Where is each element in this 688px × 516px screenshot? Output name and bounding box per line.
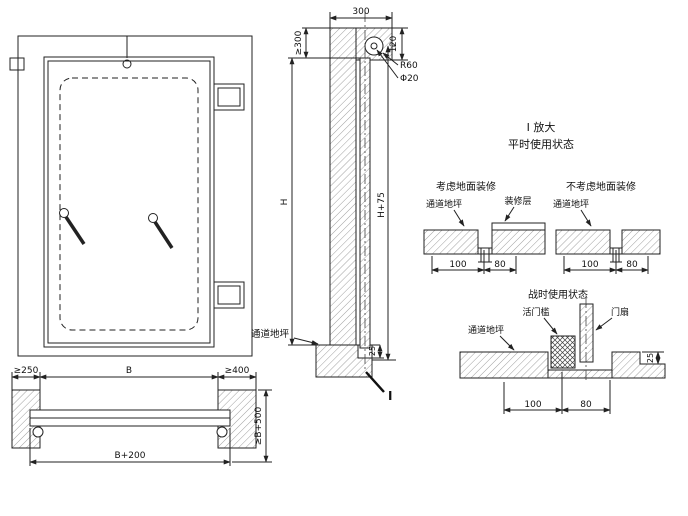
threshold-label: 活门槛: [522, 306, 549, 318]
dim-sill-25: 25: [368, 344, 384, 359]
detail-heading-enlarged: I 放大: [527, 120, 556, 134]
wartime-title: 战时使用状态: [528, 288, 588, 301]
plan-total-dimension: ≥B+500: [232, 389, 272, 463]
without-finish-geometry: [555, 229, 661, 263]
dim-offset-label: 120: [389, 36, 399, 52]
section-view: 300 ≥300 120 R60 Φ20: [251, 7, 419, 403]
with-finish-dim-b: 80: [494, 260, 506, 270]
handle-right: [148, 213, 174, 249]
detail-heading-state: 平时使用状态: [508, 137, 574, 151]
outer-frame: [17, 35, 253, 357]
dim-height-frame-label: H+75: [377, 192, 387, 218]
with-finish-dimensions: 100 80: [431, 250, 517, 274]
with-finish-geometry: [423, 222, 546, 263]
without-finish-dimensions: 100 80: [563, 250, 649, 274]
lifting-hook-icon: [122, 59, 132, 69]
without-finish-floor-label: 通道地坪: [553, 198, 589, 210]
wartime-dim-a: 100: [524, 400, 541, 410]
door-leaf-label: 门扇: [611, 306, 629, 318]
wartime-geometry: [459, 298, 666, 382]
hinge-bottom: [213, 281, 245, 309]
wartime-door-leaf: [579, 303, 594, 363]
floor-callout: 通道地坪: [251, 328, 319, 345]
front-view: [9, 35, 253, 357]
wartime-dim-b: 80: [580, 400, 592, 410]
dim-height-frame: H+75: [372, 45, 396, 361]
door-panel: [43, 56, 215, 348]
dim-height-label: H: [280, 199, 290, 206]
dim-right-wall-label: ≥400: [225, 366, 250, 376]
plan-bottom-dimension: B+200: [29, 428, 231, 466]
wartime-pit-bottom: [547, 369, 613, 379]
wartime-floor-right: [611, 351, 666, 379]
anchor-plate: [9, 57, 25, 71]
diameter-label: Φ20: [400, 74, 419, 84]
detail-peacetime-without-finish: 不考虑地面装修 通道地坪 100 80: [553, 180, 661, 274]
detail-mark-I: I: [365, 371, 392, 403]
without-finish-dim-a: 100: [581, 260, 598, 270]
detail-peacetime-with-finish: 考虑地面装修 通道地坪 装修层: [423, 180, 546, 274]
dim-top-label: 300: [352, 7, 369, 17]
door-panel-inner-line: [47, 60, 211, 344]
pivot-pin: [370, 42, 378, 50]
dim-height-H: H: [280, 57, 316, 346]
wall-section: [329, 27, 357, 346]
with-finish-floor-label: 通道地坪: [426, 198, 462, 210]
dim-left-wall-label: ≥250: [14, 366, 39, 376]
removable-threshold: [550, 335, 576, 369]
pivot-right: [216, 426, 228, 438]
wartime-rebate-dimension: 25: [642, 351, 664, 365]
floor-level-label: 通道地坪: [251, 328, 290, 340]
dim-embed-300: ≥300: [294, 27, 360, 59]
wartime-floor-label: 通道地坪: [468, 324, 504, 336]
detail-wartime: 战时使用状态 活门槛 门扇 通道地坪 25: [459, 288, 666, 414]
door-panel-dashed-edge: [59, 77, 199, 331]
section-geometry: [296, 12, 393, 378]
wartime-dimensions: 100 80: [503, 372, 611, 414]
dim-opening-label: B: [126, 366, 132, 376]
without-finish-title: 不考虑地面装修: [566, 180, 636, 193]
dim-sill-label: 25: [368, 346, 377, 356]
wartime-rebate-label: 25: [646, 353, 655, 363]
plan-geometry: [11, 389, 257, 449]
with-finish-title: 考虑地面装修: [436, 180, 496, 193]
plan-view: ≥250 B ≥400 B+200: [11, 366, 272, 466]
radius-label: R60: [400, 61, 418, 71]
pivot-left: [32, 426, 44, 438]
detail-mark-label: I: [388, 389, 392, 403]
without-finish-dim-b: 80: [626, 260, 638, 270]
finish-layer-label: 装修层: [504, 195, 531, 207]
handle-left: [59, 208, 86, 245]
dim-frame-width-label: B+200: [115, 451, 146, 461]
with-finish-dim-a: 100: [449, 260, 466, 270]
dim-offset-120: 120: [389, 27, 408, 61]
wartime-floor-left: [459, 351, 549, 379]
plan-top-dimension: ≥250 B ≥400: [11, 366, 257, 410]
hinge-top: [213, 83, 245, 111]
dim-embed-label: ≥300: [294, 30, 304, 55]
dim-top-300: 300: [329, 7, 393, 28]
dim-total-label: ≥B+500: [254, 407, 264, 446]
